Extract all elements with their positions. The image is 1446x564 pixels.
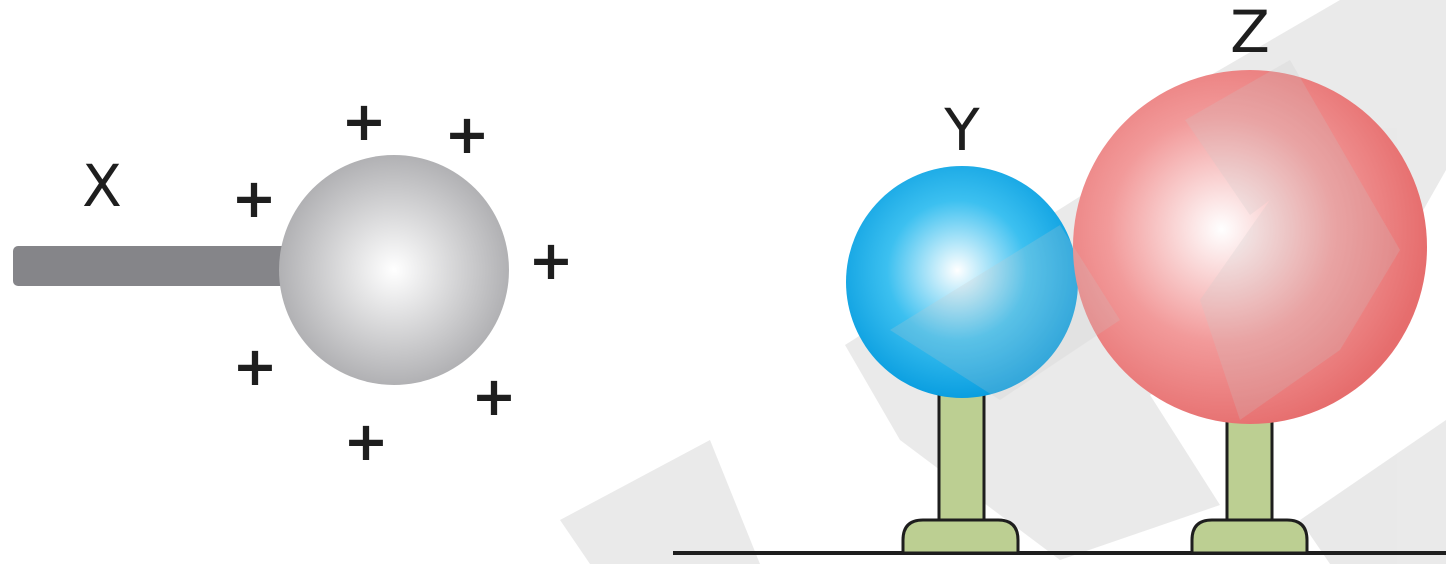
plus-sign: +	[528, 229, 573, 292]
sphere-y	[846, 166, 1078, 398]
object-z: Z	[1073, 0, 1427, 555]
label-y: Y	[943, 96, 980, 164]
sphere-z	[1073, 70, 1427, 424]
label-z: Z	[1230, 0, 1270, 66]
plus-sign: +	[231, 167, 276, 230]
charges-x: + + + + + + +	[231, 90, 573, 473]
plus-sign: +	[232, 335, 277, 398]
plus-sign: +	[341, 90, 386, 153]
insulating-rod	[13, 246, 295, 286]
sphere-x	[279, 155, 509, 385]
plus-sign: +	[343, 410, 388, 473]
stand-z-base	[1190, 518, 1309, 555]
object-y: Y	[846, 96, 1078, 555]
plus-sign: +	[471, 365, 516, 428]
plus-sign: +	[444, 103, 489, 166]
stand-y-pole	[937, 378, 986, 527]
watermark-overlay	[890, 60, 1400, 420]
label-x: X	[82, 152, 122, 220]
object-x: X + + + + + + +	[13, 90, 574, 473]
stand-y-base	[901, 518, 1020, 555]
